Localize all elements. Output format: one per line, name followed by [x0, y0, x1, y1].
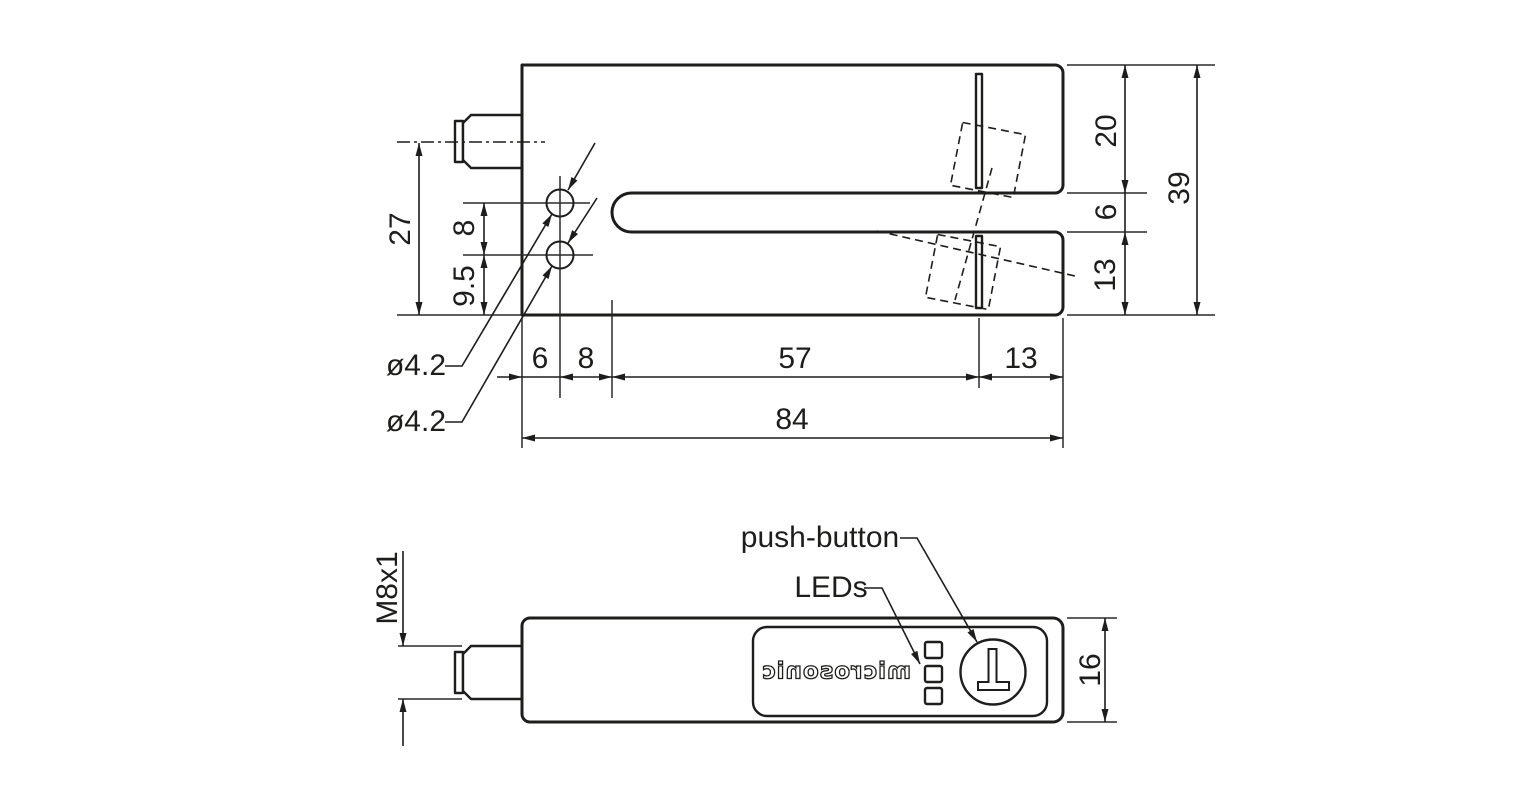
transducer-phantom-lines [876, 121, 1076, 311]
dim-label-8-bottom: 8 [577, 342, 595, 375]
sensor-body-front [520, 63, 1065, 317]
dim-label-6-right: 6 [1090, 203, 1123, 221]
label-panel [751, 625, 1049, 718]
brand-logo-mirrored: microsonic [760, 658, 912, 685]
dim-label-9-5: 9.5 [448, 265, 481, 307]
hole-label-lower: ø4.2 [385, 405, 447, 438]
lower-transducer-slit [974, 234, 984, 310]
mounting-hole-lower [545, 240, 575, 270]
label-leader-lines [864, 537, 978, 665]
dim-label-6-bottom: 6 [531, 342, 549, 375]
thread-label-m8x1: M8x1 [371, 551, 404, 625]
hole-label-upper: ø4.2 [385, 349, 447, 382]
dim-label-57: 57 [778, 342, 812, 375]
leds-label: LEDs [794, 571, 868, 604]
upper-transducer-slit [974, 72, 984, 190]
dim-label-8-vertical: 8 [448, 219, 481, 237]
connector-front-icon [453, 113, 524, 170]
side-view [398, 537, 1117, 746]
dim-label-84: 84 [775, 403, 809, 436]
dim-label-20: 20 [1090, 114, 1123, 148]
dim-label-39: 39 [1163, 171, 1196, 205]
dimension-lines-front [415, 65, 1201, 442]
hole-leader-lines [445, 142, 598, 423]
dimension-lines-side [399, 551, 1109, 746]
dim-label-27: 27 [384, 212, 417, 246]
front-view [397, 63, 1215, 448]
led-indicators [923, 640, 944, 706]
push-button-icon [959, 638, 1027, 706]
dim-label-16: 16 [1074, 653, 1107, 687]
push-button-label: push-button [740, 521, 900, 554]
dim-label-13-bottom: 13 [1004, 342, 1038, 375]
mounting-hole-upper [545, 188, 575, 218]
connector-side-icon [453, 644, 524, 701]
dim-label-13-right: 13 [1089, 258, 1122, 292]
extension-lines-side [398, 617, 1117, 723]
